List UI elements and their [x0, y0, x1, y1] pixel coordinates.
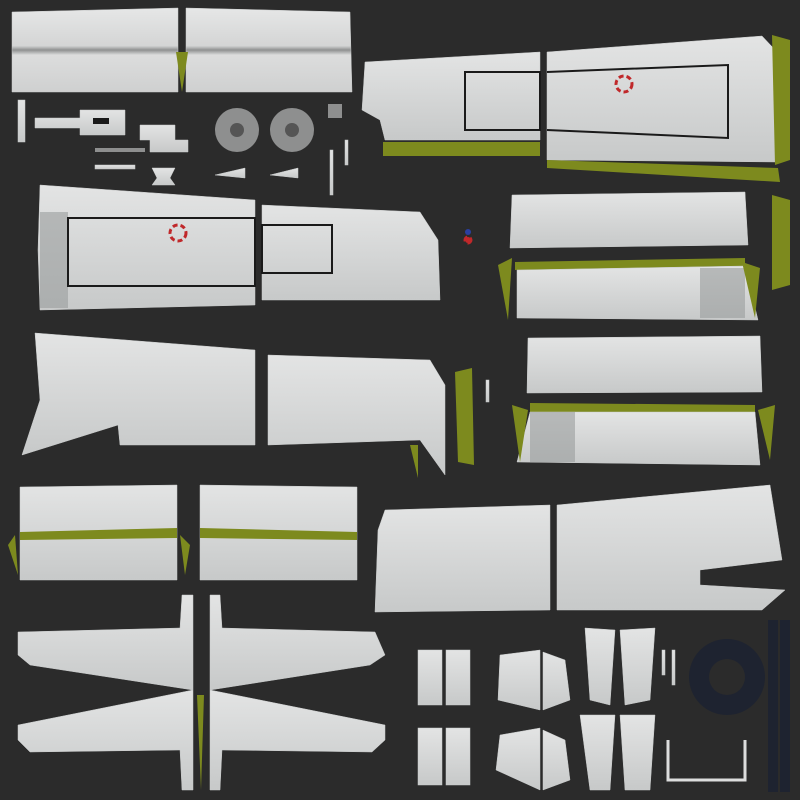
- hatch-outline: [546, 63, 729, 140]
- wing-panel-large-outer: [556, 484, 786, 611]
- strut-part: [34, 109, 126, 136]
- aileron-top: [526, 335, 763, 394]
- gear-door: [417, 649, 443, 706]
- olive-fin: [180, 535, 190, 575]
- wheel-well-cover: [542, 729, 571, 791]
- wing-root-shading: [40, 212, 68, 308]
- roundel-marking: [614, 74, 634, 94]
- olive-strip: [383, 142, 540, 156]
- tire-tread-strip: [768, 620, 778, 792]
- tailplane-right-bottom: [209, 689, 386, 791]
- wheel-well-cover: [542, 651, 571, 711]
- olive-strip: [200, 528, 357, 540]
- wedge-part: [269, 167, 299, 179]
- olive-fin: [512, 405, 528, 462]
- gear-leg-cover: [619, 714, 656, 791]
- gear-door: [445, 649, 471, 706]
- gear-door: [417, 727, 443, 786]
- hatch-outline: [464, 71, 541, 131]
- strip-part: [17, 99, 26, 143]
- gear-leg-cover: [619, 627, 656, 706]
- clip-part: [151, 167, 176, 186]
- tailplane-right-top: [209, 594, 386, 691]
- olive-strip: [20, 528, 177, 540]
- roundel-marking: [168, 223, 188, 243]
- rod-part: [485, 379, 490, 403]
- wheel-well-cover: [497, 649, 541, 711]
- wheel-well-cover: [495, 727, 541, 791]
- wheel-hub-left-center: [230, 123, 244, 137]
- wing-panel-left: [21, 332, 256, 456]
- wing-upper-outer: [546, 35, 781, 163]
- rod-part: [671, 649, 676, 686]
- gear-door: [445, 727, 471, 786]
- wing-panel-right: [267, 354, 446, 476]
- olive-rib-part: [772, 195, 790, 290]
- olive-fin: [410, 445, 418, 478]
- hatch-outline: [67, 217, 256, 287]
- small-bolt-part: [328, 104, 342, 118]
- part-slot: [93, 118, 109, 124]
- hatch-outline: [261, 224, 333, 274]
- rod-part: [661, 649, 666, 676]
- rod-part: [344, 139, 349, 166]
- rod-part: [329, 149, 334, 196]
- wing-lower-inner: [37, 184, 256, 311]
- wing-lower-outer: [261, 204, 441, 301]
- aileron-shading: [530, 412, 575, 462]
- aileron-shading: [700, 268, 745, 318]
- aileron-bottom: [516, 265, 759, 321]
- gear-leg-cover: [579, 714, 616, 791]
- flap-panel-right: [185, 7, 353, 93]
- wire-strip: [95, 148, 145, 152]
- olive-strip: [530, 403, 755, 413]
- gear-leg-cover: [584, 627, 616, 706]
- wedge-part: [214, 167, 246, 179]
- tailplane-left-bottom: [17, 689, 194, 791]
- olive-fin: [8, 535, 18, 575]
- tailplane-left-top: [17, 594, 194, 691]
- small-strip: [94, 164, 136, 170]
- olive-strip: [547, 160, 780, 182]
- olive-rib-part: [772, 35, 790, 165]
- wheel-hub-right-center: [285, 123, 299, 137]
- small-light-blue: [465, 229, 471, 235]
- olive-fin: [758, 405, 775, 460]
- olive-fin: [742, 262, 760, 318]
- bracket-part: [666, 740, 747, 782]
- bracket-part: [139, 124, 189, 153]
- tire-tread-strip: [780, 620, 790, 792]
- olive-fin: [197, 695, 204, 790]
- wing-panel-large: [374, 504, 551, 613]
- olive-rib-part: [455, 368, 474, 465]
- flap-panel-left: [11, 7, 179, 93]
- aileron-top: [509, 191, 749, 249]
- small-light-red: [463, 235, 473, 245]
- tire-hole: [709, 659, 745, 695]
- olive-fin-top: [176, 52, 188, 92]
- wing-upper-inner: [361, 51, 541, 141]
- olive-fin: [498, 258, 512, 320]
